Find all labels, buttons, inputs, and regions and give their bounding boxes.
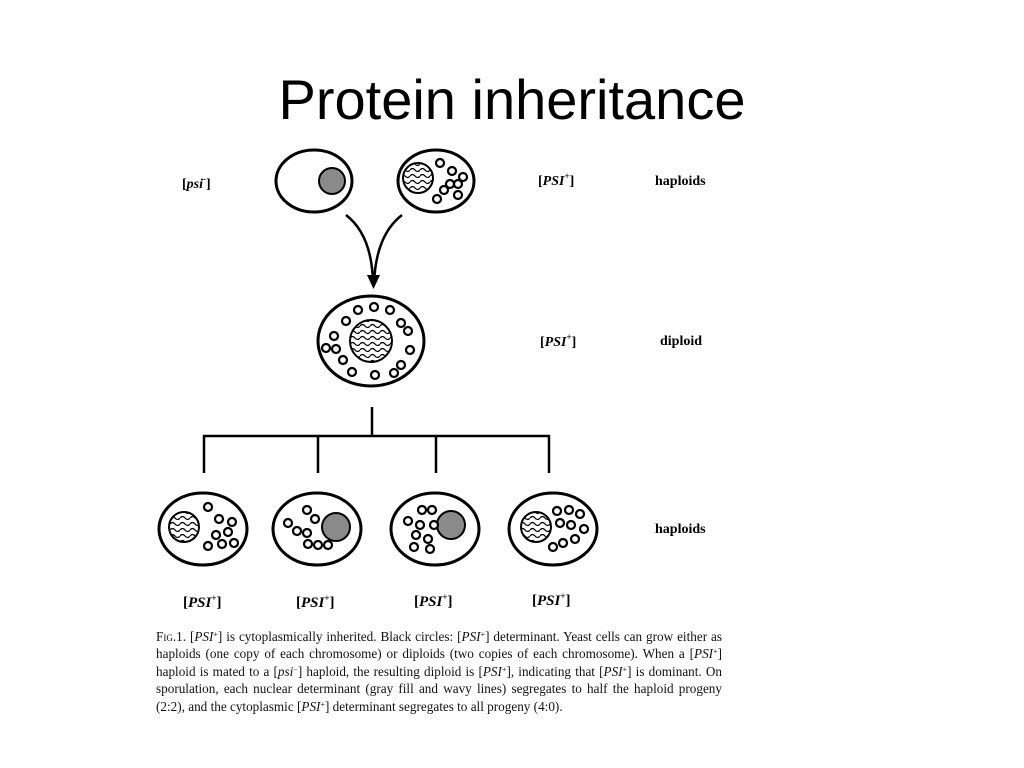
progeny-label: [PSI+] bbox=[296, 593, 334, 611]
slide-title: Protein inheritance bbox=[278, 68, 746, 131]
caption-segment: + bbox=[320, 699, 325, 709]
label-psi-minus: [psi-] bbox=[182, 174, 211, 192]
caption-segment: [ bbox=[189, 629, 195, 644]
haploid-cell-psi-minus bbox=[274, 148, 354, 214]
caption-segment: PSI bbox=[482, 663, 502, 679]
inheritance-diagram: [psi-] [PSI+] haploids [PSI+] diploid ha… bbox=[150, 143, 725, 615]
wavy-nucleus bbox=[349, 319, 393, 363]
caption-segment: ] determinant segregates to all progeny … bbox=[324, 698, 563, 714]
caption-segment: ] determinant. Yeast cells can grow eith… bbox=[156, 629, 722, 662]
diploid-cell bbox=[316, 294, 426, 388]
prion-determinant-dots bbox=[202, 501, 240, 552]
gray-nucleus bbox=[321, 512, 351, 542]
row-label-diploid: diploid bbox=[660, 334, 702, 349]
row-label-haploids-top: haploids bbox=[655, 174, 706, 189]
prion-determinant-dots bbox=[320, 301, 416, 381]
mating-arrow bbox=[345, 214, 403, 289]
caption-segment: + bbox=[480, 630, 486, 639]
figure-label: Fig.1. bbox=[156, 629, 187, 644]
wavy-nucleus bbox=[168, 511, 200, 543]
figure-caption: Fig.1. [PSI+] is cytoplasmically inherit… bbox=[156, 628, 722, 715]
caption-segment: + bbox=[213, 630, 218, 639]
progeny-cell-1 bbox=[157, 491, 249, 567]
progeny-cell-3 bbox=[389, 491, 481, 567]
wavy-nucleus bbox=[520, 511, 552, 543]
caption-segment: PSI bbox=[461, 629, 481, 644]
label-psi-plus-haploid: [PSI+] bbox=[538, 171, 574, 189]
caption-segment: + bbox=[713, 647, 718, 657]
progeny-cell-4 bbox=[507, 491, 599, 567]
sporulation-tree bbox=[202, 407, 551, 473]
progeny-cell-2 bbox=[271, 491, 363, 567]
progeny-label: [PSI+] bbox=[532, 591, 570, 609]
haploid-cell-psi-plus bbox=[396, 148, 476, 214]
row-label-haploids-bottom: haploids bbox=[655, 522, 706, 537]
caption-segment: PSI bbox=[603, 663, 623, 679]
gray-nucleus bbox=[318, 167, 346, 195]
label-psi-plus-diploid: [PSI+] bbox=[540, 332, 576, 350]
caption-segment: ] haploid, the resulting diploid is [ bbox=[297, 663, 483, 679]
prion-determinant-dots bbox=[431, 157, 469, 205]
caption-segment: ] is cytoplasmically inherited. Black ci… bbox=[217, 629, 462, 644]
caption-segment: PSI bbox=[301, 698, 321, 714]
caption-segment: ] haploid is mated to a [ bbox=[156, 646, 722, 679]
caption-body: [PSI+] is cytoplasmically inherited. Bla… bbox=[156, 629, 722, 714]
caption-segment: + bbox=[622, 664, 628, 674]
caption-segment: psi bbox=[277, 663, 294, 679]
caption-segment: ], indicating that [ bbox=[506, 663, 604, 679]
caption-segment: − bbox=[293, 664, 298, 674]
progeny-label: [PSI+] bbox=[414, 592, 452, 610]
gray-nucleus bbox=[436, 510, 466, 540]
progeny-label: [PSI+] bbox=[183, 593, 221, 611]
prion-determinant-dots bbox=[547, 504, 590, 553]
caption-segment: PSI bbox=[694, 646, 714, 662]
caption-segment: + bbox=[501, 664, 507, 674]
prion-determinant-dots bbox=[402, 504, 440, 555]
caption-segment: ] is dominant. On sporulation, each nucl… bbox=[156, 663, 723, 714]
caption-segment: PSI bbox=[194, 629, 214, 644]
wavy-nucleus bbox=[402, 162, 434, 194]
prion-determinant-dots bbox=[282, 504, 334, 551]
